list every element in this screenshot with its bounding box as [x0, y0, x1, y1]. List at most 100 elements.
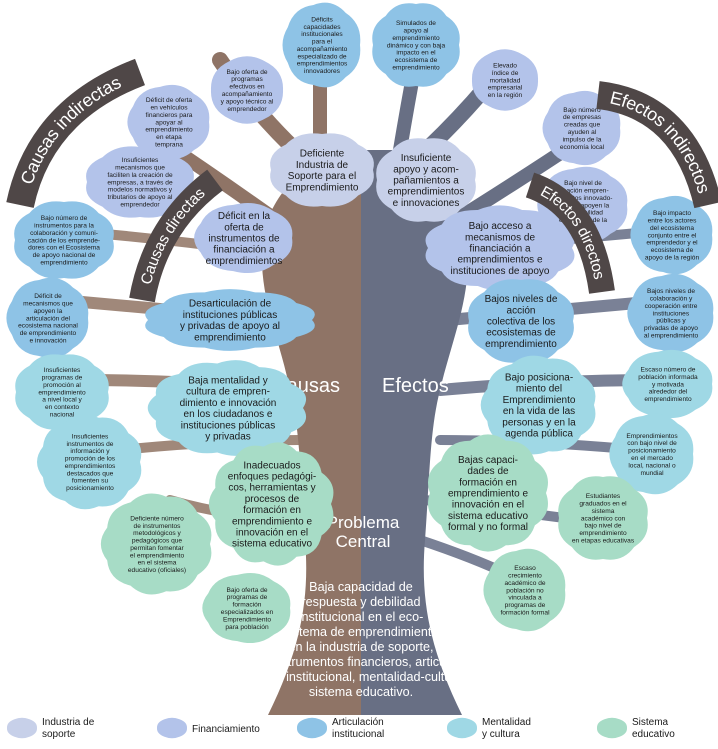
cloud-text-line: emprendimiento [644, 396, 692, 403]
cloud-shape [147, 360, 307, 456]
cloud-text-line: acompañamiento [222, 91, 273, 98]
cloud-text-line: innovadores [304, 68, 341, 75]
cloud-text-line: emprendimiento [392, 64, 440, 71]
cloud-text-line: y privadas [205, 432, 251, 443]
cloud-shape [480, 355, 596, 455]
cloud-shape [202, 572, 291, 644]
cloud-shape [425, 205, 575, 291]
cloud-text-line: pedagógicos que [132, 538, 183, 545]
cloud-text-line: Desarticulación de [189, 299, 272, 310]
cloud-text-line: especializados en [221, 609, 274, 616]
cloud-text-line: Déficits [311, 16, 333, 23]
cloud-shape [428, 434, 548, 552]
cloud-text-line: ecosistemas de [486, 328, 556, 339]
cloud-shape [627, 273, 714, 353]
cloud-text-line: en el mercado [631, 455, 673, 462]
cloud-text-line: de instrumentos [134, 523, 182, 530]
cloud-text-line: emprendimientos [65, 463, 116, 470]
cloud-shape [471, 49, 539, 111]
cloud-text-line: emprendimiento [38, 389, 86, 396]
cloud-shape [270, 133, 374, 207]
cloud-text-line: mecanismos que [115, 164, 165, 171]
cloud-shape [194, 202, 293, 274]
cloud-text-line: Bajo acceso a [469, 221, 532, 232]
cloud-text-line: de emprendimiento [20, 330, 77, 337]
cloud-shape [6, 277, 89, 359]
cloud-text-line: emprendedor [120, 201, 160, 208]
cloud-text-line: programas [231, 76, 263, 83]
text-line: lación institucional, mentalidad-cultura… [250, 670, 473, 684]
cloud-text-line: en los ciudadanos e [184, 409, 273, 420]
cloud-text-line: cooperación entre [645, 303, 698, 310]
text-line: respuesta y debilidad [301, 595, 420, 609]
effects-trunk [361, 150, 469, 715]
cloud-text-line: acompañamiento [297, 46, 348, 53]
cloud-text-line: emprendimientos [206, 256, 283, 267]
cloud-text-line: temprana [155, 141, 183, 148]
cloud-text-line: especializado de [297, 53, 346, 60]
cloud-text-line: Bajas capaci- [458, 455, 518, 466]
cloud-text-line: emprendimientos [297, 61, 348, 68]
cloud-text-line: apoyar al [155, 119, 183, 126]
cloud-text-line: Estudiantes [586, 493, 621, 500]
cloud-text-line: dimientos innovado- [553, 195, 612, 202]
cloud-text-line: Soporte para el [288, 171, 356, 182]
cloud-shape [282, 2, 361, 88]
cloud-text-line: formación en [459, 477, 517, 488]
cloud-text-line: emprendimiento [194, 332, 266, 343]
cloud-text-line: instrumentos de [67, 441, 114, 448]
causes-trunk [261, 150, 361, 715]
cloud-text-line: en etapa [156, 134, 182, 141]
cloud-text-line: tributarios de apoyo al [108, 194, 173, 201]
cloud-text-line: en la región [488, 92, 523, 99]
cloud-text-line: Insuficientes [72, 433, 109, 440]
cloud-shape [483, 548, 566, 632]
cloud-text-line: Insuficiente [401, 153, 452, 164]
cloud-text-line: sistema educativo [448, 511, 528, 522]
cloud-shape [37, 414, 142, 510]
cloud-text-line: emprendimientos e [457, 255, 542, 266]
cloud-text-line: instrumentos de [208, 234, 280, 245]
cloud-text-line: colaboración y [650, 295, 693, 302]
cloud-text-line: Deficiente número [130, 515, 184, 522]
cloud-text-line: Escaso número de [641, 367, 696, 374]
cloud-text-line: y apoyo técnico al [221, 98, 274, 105]
legend-label-line: educativo [632, 729, 675, 740]
cloud-text-line: res que apoyen la [557, 202, 610, 209]
cloud-text-line: Deficiente [300, 149, 345, 160]
cloud-text-line: mortalidad [490, 77, 521, 84]
cloud-text-line: graduados en el [579, 500, 627, 507]
cloud-text-line: emprendimiento e [448, 489, 528, 500]
cloud-text-line: Déficit de oferta [146, 97, 193, 104]
cloud-shape [622, 349, 713, 419]
cloud-text-line: Bajo oferta de [226, 587, 267, 594]
cloud-text-line: personas y en la [502, 417, 576, 428]
cloud-text-line: mecanismos de [465, 232, 535, 243]
cloud-text-line: emprendedor y el [646, 240, 698, 247]
cloud-text-line: privadas de apoyo [644, 325, 698, 332]
cloud-text-line: innovación en el [452, 500, 524, 511]
cloud-text-line: en vehículos [150, 104, 188, 111]
